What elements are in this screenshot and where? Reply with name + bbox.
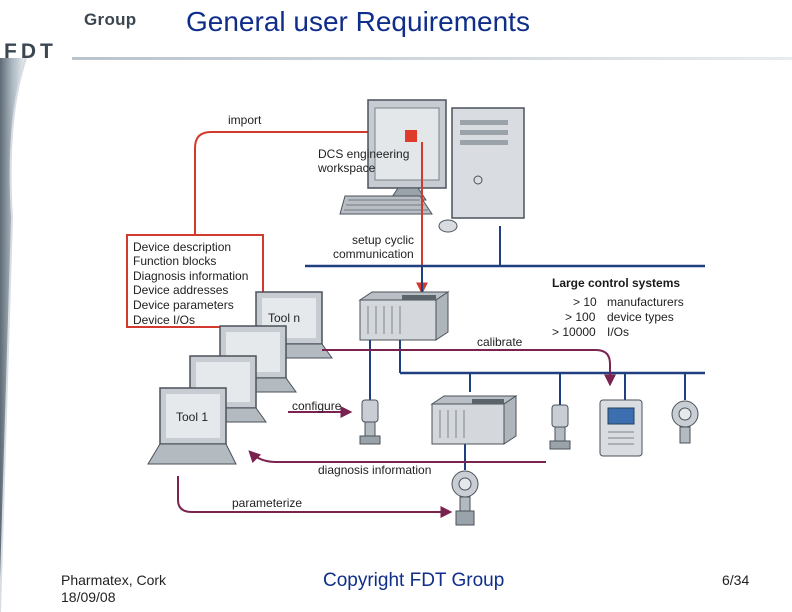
workstation-tower [451, 107, 525, 219]
field-flowmeter-lower [451, 470, 479, 526]
field-flowmeter [671, 400, 699, 444]
footer-event: Pharmatex, Cork 18/09/08 [61, 572, 166, 606]
field-transmitter-2 [549, 404, 571, 450]
device-info-text: Device description Function blocks Diagn… [133, 240, 252, 327]
calibrate-label: calibrate [477, 335, 523, 349]
large-systems-label-2: device types [607, 310, 674, 324]
laptop-stack [147, 291, 333, 465]
workspace-red-square [405, 130, 417, 142]
import-label: import [228, 113, 262, 127]
large-systems-count-1: > 10 [573, 295, 597, 309]
tool-n-label: Tool n [268, 311, 300, 325]
page-number: 6/34 [722, 572, 750, 588]
laptop-tool-1 [147, 387, 237, 465]
parameterize-label: parameterize [232, 496, 302, 510]
header-band [0, 0, 792, 58]
field-analyzer-display [599, 399, 643, 457]
device-info-box [126, 234, 264, 328]
dcs-workstation [339, 99, 525, 233]
large-systems-count-3: > 10000 [552, 325, 596, 339]
footer-copyright: Copyright FDT Group [323, 570, 505, 591]
calibrate-arrow [322, 349, 616, 387]
controller-rack [358, 291, 450, 341]
configure-label: configure [292, 399, 342, 413]
left-rail-decoration [0, 58, 27, 612]
header-rule [72, 57, 792, 60]
workstation-mouse [438, 219, 458, 233]
field-transmitter-1 [359, 399, 381, 445]
parameterize-arrow [177, 476, 453, 518]
import-arrow [194, 126, 408, 238]
diagnosis-arrow [248, 450, 546, 464]
svg-text:FDT: FDT [4, 40, 57, 62]
tool-1-label: Tool 1 [176, 410, 208, 424]
workspace-label: DCS engineering workspace [317, 147, 413, 175]
fdt-logo: FDT [4, 40, 57, 62]
large-systems-label-3: I/Os [607, 325, 629, 339]
footer-date: 18/09/08 [61, 589, 116, 605]
workstation-screen [374, 107, 440, 181]
fdt-architecture-diagram: import DCS engineering workspace setup c… [126, 99, 705, 526]
slide-title: General user Requirements [186, 6, 530, 37]
field-rack-2 [430, 395, 518, 445]
setup-label: setup cyclic communication [333, 233, 417, 261]
laptop-tool-n [247, 291, 333, 359]
footer-location: Pharmatex, Cork [61, 572, 167, 588]
large-systems-count-2: > 100 [565, 310, 596, 324]
large-systems-heading: Large control systems [552, 276, 680, 290]
large-systems-label-1: manufacturers [607, 295, 684, 309]
diagnosis-label: diagnosis information [318, 463, 431, 477]
group-wordmark: Group [84, 10, 137, 29]
